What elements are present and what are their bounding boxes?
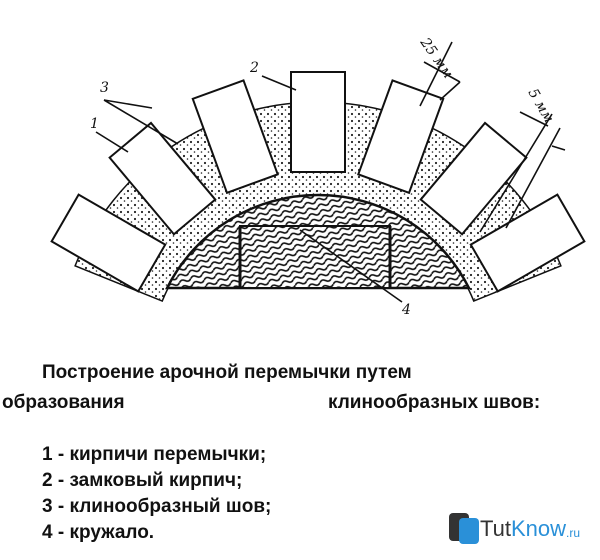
logo-text-tut: Tut: [480, 516, 511, 541]
legend-item: 2 - замковый кирпич;: [42, 470, 243, 491]
legend-item: 1 - кирпичи перемычки;: [42, 444, 267, 465]
label-2: 2: [249, 60, 259, 76]
logo-text-know: Know: [510, 516, 567, 541]
brick: [108, 121, 217, 236]
dimension-5mm: 5 мм: [525, 86, 557, 126]
brick: [469, 193, 586, 293]
centering-formwork: [165, 193, 471, 290]
caption-line-2a: образования: [2, 392, 125, 413]
centering-board: [239, 225, 391, 289]
brick: [419, 121, 528, 236]
label-1: 1: [90, 116, 99, 132]
arch-lintel-diagram: 1 3 2 4 25 мм 5 мм: [50, 34, 586, 318]
logo-icon: [449, 513, 479, 544]
logo-text-ru: .ru: [566, 526, 581, 540]
brick: [50, 193, 167, 293]
brick: [191, 79, 279, 195]
legend-item: 3 - клинообразный шов;: [42, 496, 272, 517]
label-4: 4: [401, 302, 411, 318]
bricks: [50, 71, 586, 293]
keystone-brick: [290, 71, 346, 173]
caption-line-2b: клинообразных швов:: [328, 392, 541, 413]
legend-item: 4 - кружало.: [42, 522, 155, 543]
brick: [357, 79, 445, 195]
tutknow-logo: Tut Know .ru: [448, 512, 580, 546]
caption-line-1: Построение арочной перемычки путем: [42, 362, 412, 383]
label-3: 3: [100, 80, 109, 96]
